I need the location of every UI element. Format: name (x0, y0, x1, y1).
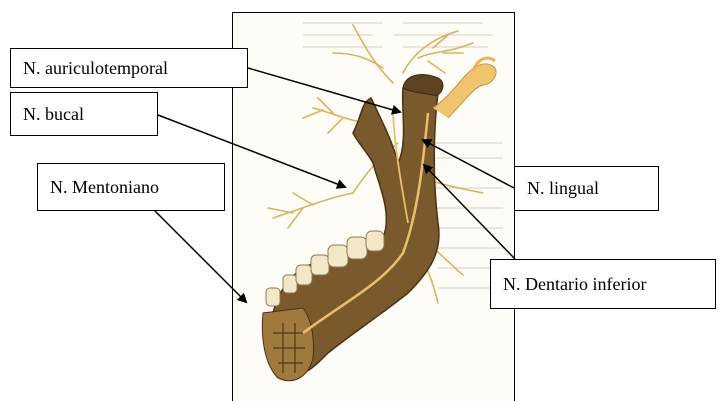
mandible-illustration-frame (232, 12, 515, 401)
label-dentario-inferior-text: N. Dentario inferior (503, 274, 646, 295)
label-auriculotemporal: N. auriculotemporal (10, 48, 248, 88)
label-bucal-text: N. bucal (23, 104, 84, 125)
mandible-illustration (233, 13, 515, 401)
label-dentario-inferior: N. Dentario inferior (490, 259, 716, 309)
label-mentoniano-text: N. Mentoniano (50, 177, 159, 198)
label-mentoniano: N. Mentoniano (37, 163, 225, 211)
label-auriculotemporal-text: N. auriculotemporal (23, 58, 168, 79)
label-lingual-text: N. lingual (527, 178, 599, 199)
label-bucal: N. bucal (10, 92, 158, 136)
label-lingual: N. lingual (514, 166, 659, 211)
